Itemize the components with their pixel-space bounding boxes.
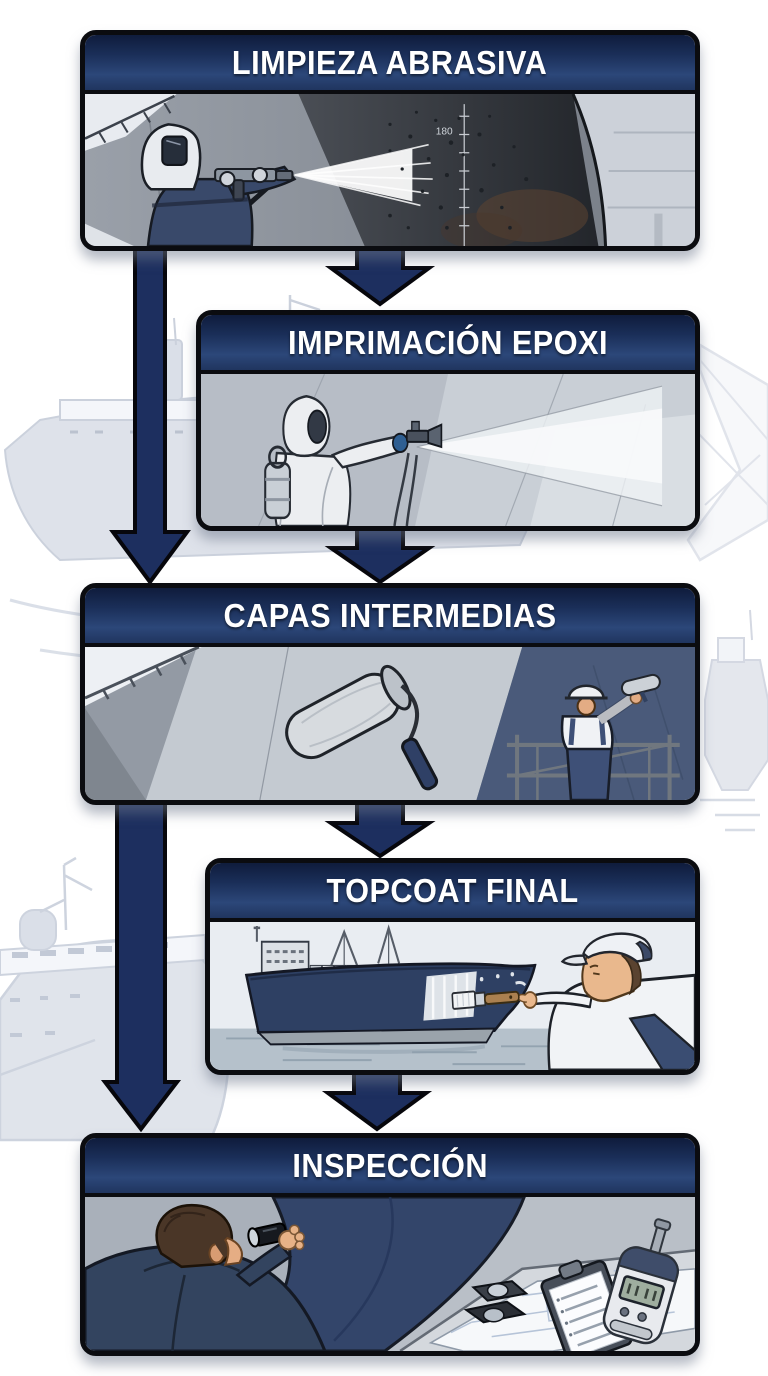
intermediate-coats-roller-illustration bbox=[85, 647, 695, 800]
background-ship-bow-right bbox=[700, 609, 768, 832]
step-title: INSPECCIÓN bbox=[292, 1146, 488, 1184]
step-header: LIMPIEZA ABRASIVA bbox=[85, 35, 695, 94]
step-card-imprimacion-epoxi: IMPRIMACIÓN EPOXI bbox=[196, 310, 700, 531]
step-title: CAPAS INTERMEDIAS bbox=[223, 596, 557, 634]
draft-mark-label: 180 bbox=[436, 127, 453, 138]
coating-inspection-illustration bbox=[85, 1197, 695, 1351]
topcoat-brush-painting-illustration bbox=[210, 922, 695, 1070]
step-card-inspeccion: INSPECCIÓN bbox=[80, 1133, 700, 1356]
step-title: IMPRIMACIÓN EPOXI bbox=[288, 323, 608, 361]
step-title: LIMPIEZA ABRASIVA bbox=[232, 43, 548, 81]
background-gangway-right bbox=[686, 342, 768, 562]
step-card-limpieza-abrasiva: LIMPIEZA ABRASIVA bbox=[80, 30, 700, 251]
step-card-topcoat-final: TOPCOAT FINAL bbox=[205, 858, 700, 1075]
abrasive-blasting-illustration: 180 bbox=[85, 94, 695, 246]
step-header: INSPECCIÓN bbox=[85, 1138, 695, 1197]
step-title: TOPCOAT FINAL bbox=[326, 871, 579, 909]
step-header: IMPRIMACIÓN EPOXI bbox=[201, 315, 695, 374]
step-header: CAPAS INTERMEDIAS bbox=[85, 588, 695, 647]
epoxy-primer-spraying-illustration bbox=[201, 374, 695, 526]
step-card-capas-intermedias: CAPAS INTERMEDIAS bbox=[80, 583, 700, 805]
step-header: TOPCOAT FINAL bbox=[210, 863, 695, 922]
background-ship-left-bottom bbox=[0, 856, 230, 1142]
